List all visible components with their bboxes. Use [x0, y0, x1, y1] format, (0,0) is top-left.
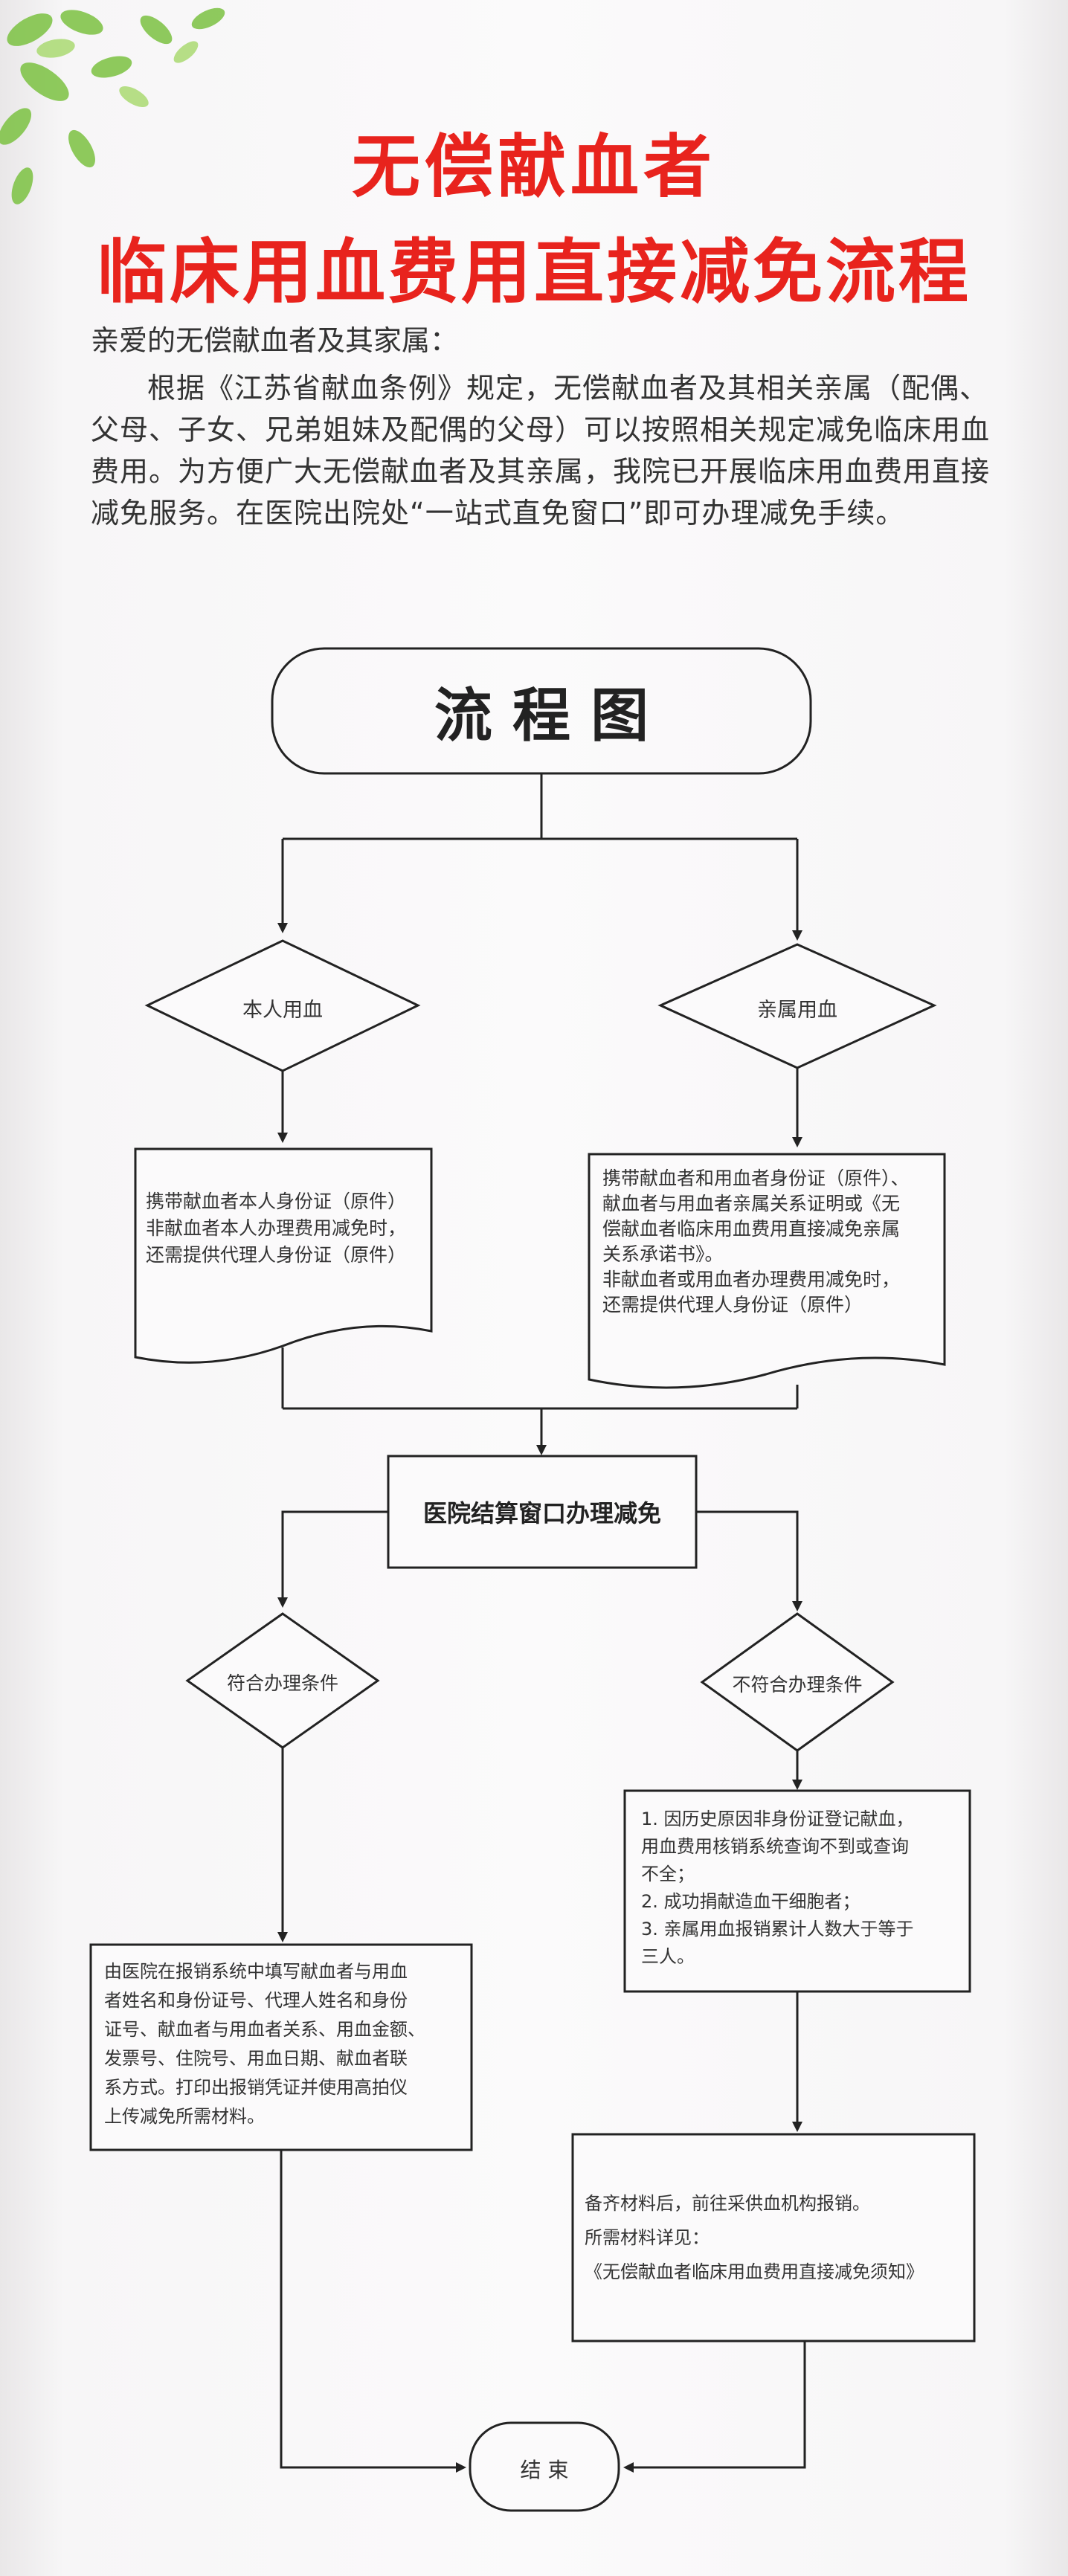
eligible-steps-line: 证号、献血者与用血者关系、用血金额、 [104, 2019, 425, 2040]
self-docs-text: 携带献血者本人身份证（原件） 非献血者本人办理费用减免时， 还需提供代理人身份证… [146, 1188, 406, 1269]
intro-paragraph: 根据《江苏省献血条例》规定，无偿献血者及其相关亲属（配偶、父母、子女、兄弟姐妹及… [91, 372, 991, 529]
reimburse-line: 《无偿献血者临床用血费用直接减免须知》 [585, 2261, 924, 2282]
settlement-window-box [387, 1455, 698, 1569]
relative-docs-line: 携带献血者和用血者身份证（原件）、 [602, 1168, 910, 1189]
reimburse-box [571, 2133, 976, 2342]
poster-title-line2: 临床用血费用直接减免流程 [96, 232, 971, 313]
eligible-steps-line: 发票号、住院号、用血日期、献血者联 [104, 2048, 408, 2069]
flowchart-title: 流 程 图 [434, 683, 649, 750]
self-docs-box [134, 1147, 433, 1364]
ineligible-reasons-line: 1. 因历史原因非身份证登记献血， [641, 1809, 914, 1829]
reimburse-text: 备齐材料后，前往采供血机构报销。 所需材料详见： 《无偿献血者临床用血费用直接减… [585, 2186, 924, 2289]
ineligible-reasons-line: 三人。 [641, 1946, 695, 1967]
settlement-window-label: 医院结算窗口办理减免 [422, 1499, 661, 1527]
end-terminal [469, 2421, 620, 2512]
eligible-steps-text: 由医院在报销系统中填写献血者与用血 者姓名和身份证号、代理人姓名和身份 证号、献… [104, 1957, 425, 2131]
ineligible-reasons-text: 1. 因历史原因非身份证登记献血， 用血费用核销系统查询不到或查询 不全； 2.… [641, 1806, 914, 1971]
leaves-decoration [0, 7, 225, 205]
ineligible-reasons-box [623, 1789, 971, 1993]
self-docs-line: 非献血者本人办理费用减免时， [146, 1217, 407, 1239]
greeting-text: 亲爱的无偿献血者及其家属： [91, 324, 459, 357]
self-use-label: 本人用血 [242, 999, 323, 1022]
ineligible-reasons-line: 用血费用核销系统查询不到或查询 [641, 1836, 909, 1857]
eligible-steps-line: 者姓名和身份证号、代理人姓名和身份 [104, 1990, 408, 2011]
relative-docs-text: 携带献血者和用血者身份证（原件）、 献血者与用血者亲属关系证明或《无 偿献血者临… [602, 1166, 910, 1318]
eligible-steps-box [89, 1943, 473, 2151]
relative-docs-line: 非献血者或用血者办理费用减免时， [602, 1269, 901, 1290]
self-docs-line: 还需提供代理人身份证（原件） [146, 1244, 407, 1266]
relative-docs-line: 关系承诺书》。 [602, 1243, 724, 1265]
relative-docs-line: 还需提供代理人身份证（原件） [602, 1294, 863, 1316]
reimburse-line: 所需材料详见： [585, 2227, 710, 2248]
end-label: 结 束 [520, 2458, 569, 2482]
ineligible-label: 不符合办理条件 [732, 1674, 863, 1696]
eligible-steps-line: 系方式。打印出报销凭证并使用高拍仪 [104, 2077, 408, 2098]
relative-docs-line: 偿献血者临床用血费用直接减免亲属 [602, 1218, 901, 1240]
self-docs-line: 携带献血者本人身份证（原件） [146, 1191, 407, 1212]
ineligible-reasons-line: 2. 成功捐献造血干细胞者； [641, 1891, 860, 1912]
eligible-steps-line: 上传减免所需材料。 [104, 2106, 265, 2127]
relative-docs-line: 献血者与用血者亲属关系证明或《无 [602, 1193, 901, 1214]
poster-title-line1: 无偿献血者 [351, 127, 716, 207]
ineligible-reasons-line: 不全； [641, 1864, 695, 1884]
ineligible-reasons-line: 3. 亲属用血报销累计人数大于等于 [641, 1919, 914, 1939]
relative-docs-box [588, 1153, 946, 1389]
relative-use-label: 亲属用血 [757, 999, 837, 1022]
eligible-label: 符合办理条件 [226, 1672, 338, 1694]
eligible-steps-line: 由医院在报销系统中填写献血者与用血 [104, 1961, 408, 1982]
reimburse-line: 备齐材料后，前往采供血机构报销。 [585, 2193, 870, 2214]
